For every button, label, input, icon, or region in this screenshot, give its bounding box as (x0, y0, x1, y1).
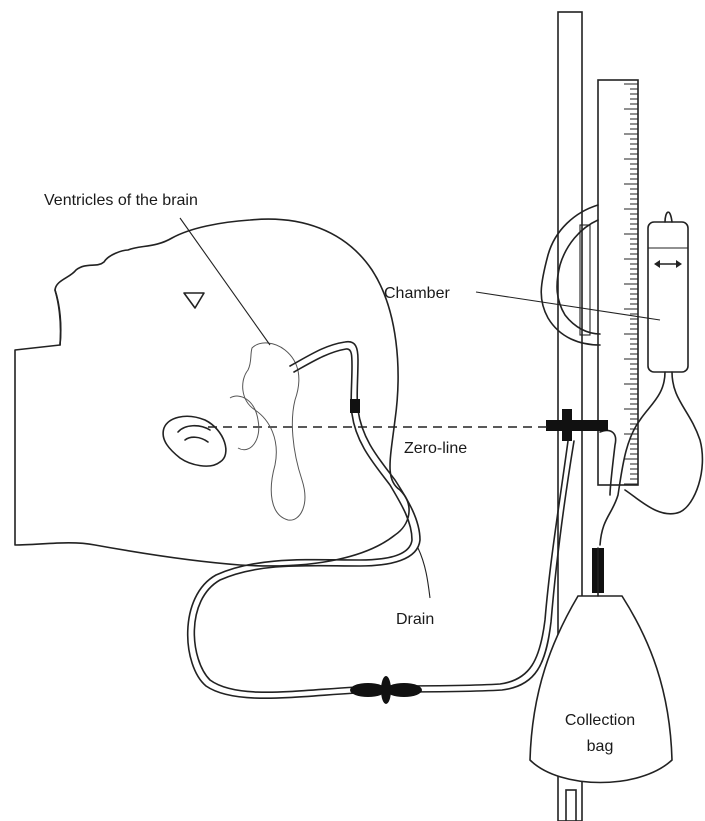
drain-tubing (194, 342, 568, 693)
ventricles-label: Ventricles of the brain (44, 192, 198, 209)
patient-head (15, 219, 409, 566)
drain-leader (418, 548, 430, 598)
zero-line-label: Zero-line (404, 440, 467, 457)
collection-bag-label-line2: bag (587, 738, 614, 755)
drain-label: Drain (396, 611, 434, 628)
drain-clamp (350, 676, 422, 704)
drip-chamber (648, 212, 688, 372)
pole-base (566, 790, 576, 821)
chamber-label: Chamber (384, 285, 450, 302)
collection-bag-label-line1: Collection (565, 712, 635, 729)
ventricles-leader (180, 218, 270, 345)
